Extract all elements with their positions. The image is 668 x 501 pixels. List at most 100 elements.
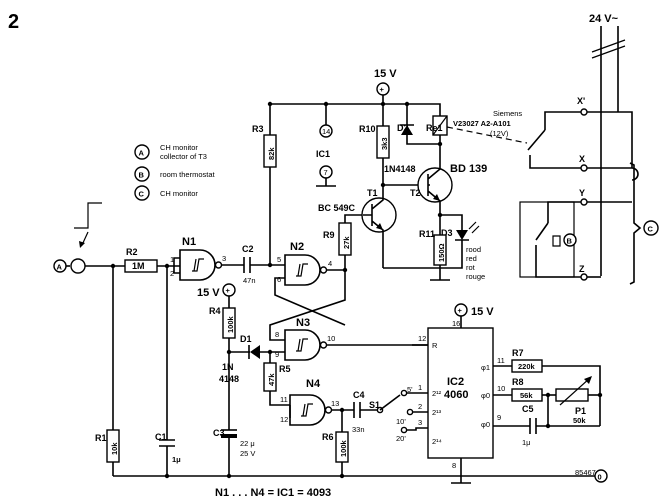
svg-text:12: 12	[418, 334, 426, 343]
ground-terminal	[594, 469, 608, 483]
svg-text:4: 4	[328, 259, 332, 268]
svg-text:10: 10	[497, 384, 505, 393]
relay-make: Siemens	[493, 109, 522, 118]
svg-text:13: 13	[331, 399, 339, 408]
r10-label: R10	[359, 124, 376, 134]
s1-label: S1	[369, 400, 380, 410]
svg-text:9: 9	[497, 413, 501, 422]
p1-label: P1	[575, 406, 586, 416]
r6-value: 100k	[339, 439, 348, 457]
r8-label: R8	[512, 377, 524, 387]
c1-value: 1μ	[172, 455, 181, 464]
legend-b-letter: B	[139, 171, 145, 180]
svg-text:+: +	[226, 286, 231, 295]
svg-text:2: 2	[170, 269, 174, 278]
svg-text:rot: rot	[466, 263, 476, 272]
c2-value: 47n	[243, 276, 256, 285]
c4-capacitor	[353, 402, 361, 418]
c3-value: 22 μ	[240, 439, 255, 448]
svg-text:C: C	[648, 225, 654, 234]
supply-label-left: 15 V	[197, 287, 220, 299]
r10-value: 3k3	[380, 137, 389, 150]
c5-label: C5	[522, 404, 534, 414]
svg-text:2: 2	[418, 402, 422, 411]
marker-b	[563, 233, 577, 247]
legend-b-line1: room thermostat	[160, 170, 216, 179]
transistor-t2: T2 BD 139	[410, 135, 487, 215]
svg-text:9: 9	[275, 350, 279, 359]
d2-label: D2	[397, 123, 409, 133]
r5-label: R5	[279, 364, 291, 374]
n2-label: N2	[290, 241, 304, 253]
svg-text:20': 20'	[396, 434, 406, 443]
t1-label: T1	[367, 188, 378, 198]
input-waveform	[74, 202, 102, 229]
svg-text:6: 6	[277, 275, 281, 284]
svg-text:12: 12	[280, 415, 288, 424]
gate-n2: N2 5 6 4	[277, 241, 332, 286]
ic2-4060: IC2 4060 R 12 1 2 3 2¹² 2¹³ 2¹⁴ φ1 φ0 φ0…	[418, 319, 505, 470]
legend: A CH monitor collector of T3 B room ther…	[134, 143, 216, 201]
svg-text:5: 5	[277, 255, 281, 264]
transistor-t1: T1 BC 549C	[318, 185, 397, 268]
figure-number: 2	[8, 11, 19, 33]
ic2-type: 4060	[444, 389, 468, 401]
c1-label: C1	[155, 432, 167, 442]
c4-value: 33n	[352, 425, 365, 434]
r9-label: R9	[323, 230, 335, 240]
figure-code: 85467-2	[575, 468, 603, 477]
gate-n1: N1 1 2 3	[170, 236, 226, 281]
svg-text:3: 3	[222, 254, 226, 263]
r11-value: 150Ω	[437, 243, 446, 262]
r8-value: 56k	[520, 391, 533, 400]
n4-label: N4	[306, 378, 321, 390]
ic1-label: IC1	[316, 149, 330, 159]
r2-value: 1M	[132, 261, 145, 271]
r1-label: R1	[95, 433, 107, 443]
t1-type: BC 549C	[318, 203, 356, 213]
svg-text:10: 10	[327, 334, 335, 343]
svg-text:8: 8	[452, 461, 456, 470]
svg-text:1: 1	[170, 255, 174, 264]
svg-text:φ0: φ0	[481, 420, 490, 429]
svg-text:+: +	[380, 85, 385, 94]
gate-n3: N3 8 9 10	[275, 317, 335, 361]
legend-b-marker	[134, 166, 150, 182]
r4-value: 100k	[226, 315, 235, 333]
relay-label: Re1	[426, 123, 443, 133]
gate-ic-note: N1 . . . N4 = IC1 = 4093	[215, 487, 331, 499]
svg-text:φ0: φ0	[481, 391, 490, 400]
r3-label: R3	[252, 124, 264, 134]
terminal-x: X	[579, 154, 585, 164]
svg-text:3: 3	[418, 418, 422, 427]
t2-type: BD 139	[450, 163, 487, 175]
n1-label: N1	[182, 236, 196, 248]
svg-text:rood: rood	[466, 245, 481, 254]
svg-text:5': 5'	[407, 385, 413, 394]
relay-type: V23027 A2-A101	[453, 119, 511, 128]
c3-voltage: 25 V	[240, 449, 255, 458]
c3-label: C3	[213, 428, 225, 438]
svg-text:rouge: rouge	[466, 272, 485, 281]
svg-text:2¹³: 2¹³	[432, 408, 442, 417]
c2-label: C2	[242, 244, 254, 254]
c5-capacitor	[529, 418, 537, 434]
terminal-y: Y	[579, 188, 585, 198]
gate-n4: N4 11 12 13	[280, 378, 339, 426]
r3-value: 82k	[267, 147, 276, 160]
marker-c	[643, 220, 659, 236]
svg-text:14: 14	[322, 127, 330, 136]
input-terminal	[70, 258, 86, 274]
svg-text:φ1: φ1	[481, 363, 490, 372]
ac-supply-lines	[600, 26, 619, 276]
d3-label: D3	[441, 228, 453, 238]
r6-label: R6	[322, 432, 334, 442]
r1-value: 10k	[110, 442, 119, 455]
supply-label-top: 15 V	[374, 68, 397, 80]
svg-text:R: R	[432, 341, 438, 350]
r9-value: 27k	[342, 236, 351, 249]
r7-value: 220k	[518, 362, 536, 371]
n3-label: N3	[296, 317, 310, 329]
r4-label: R4	[209, 306, 221, 316]
